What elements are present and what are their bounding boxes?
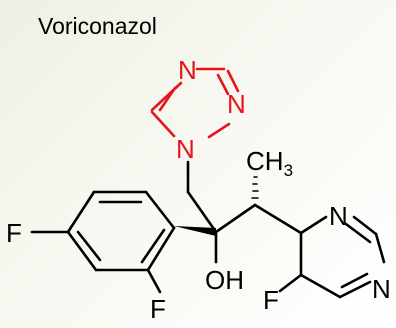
- atom-triazole-n-top: N: [178, 55, 197, 85]
- bond-cq-ch: [214, 203, 257, 234]
- pyrimidine-ring: N N F: [263, 201, 391, 315]
- atom-fluoro-bottom: F: [150, 294, 166, 324]
- bond-ring-top-right: [144, 190, 176, 230]
- bond-c5-c6: [299, 273, 342, 299]
- bond-triazole-c3-n2-double: [216, 73, 230, 96]
- bond-c2-n1: [374, 232, 386, 264]
- atom-fluoro-left: F: [6, 218, 22, 248]
- triazole-ring: N N N: [150, 55, 246, 164]
- bond-ring-inner-left: [76, 230, 102, 262]
- atom-triazole-n-right: N: [227, 89, 246, 119]
- bond-triazole-c3-n2: [226, 69, 240, 93]
- bond-c6-n1: [338, 280, 372, 299]
- bond-c4-n3: [299, 215, 328, 235]
- bond-ring-top-left: [66, 190, 96, 234]
- bond-triazole-n1-c5: [150, 81, 183, 112]
- atom-pyrimidine-n-top: N: [329, 201, 348, 231]
- bond-ch2-cq: [186, 190, 218, 234]
- atom-hydroxyl: OH: [205, 265, 244, 295]
- atom-fluoro-pyrimidine: F: [263, 285, 279, 315]
- bond-ring-bottom-right: [146, 226, 176, 272]
- wedge-bond-aryl: [174, 226, 216, 236]
- bond-ring-f-bottom: [146, 268, 162, 294]
- bond-triazole-n2-n4: [207, 122, 231, 139]
- difluorophenyl-ring: F F: [6, 190, 176, 324]
- bond-ring-inner-right: [140, 228, 166, 264]
- bond-ring-bottom-left: [66, 230, 98, 272]
- compound-name: Voriconazol: [38, 13, 157, 39]
- bond-triazole-n1-c5-double: [158, 86, 177, 112]
- atom-methyl: CH3: [246, 146, 293, 180]
- hashed-wedge-methyl: [251, 176, 259, 199]
- bond-c5-f: [278, 273, 303, 293]
- atom-triazole-n-link: N: [176, 134, 195, 164]
- bond-n3-c2: [352, 215, 378, 236]
- bond-n3-c2-double: [344, 222, 372, 244]
- bond-triazole-c5-n4: [150, 110, 176, 138]
- bond-c6-n1-double: [340, 272, 369, 289]
- atom-pyrimidine-n-right: N: [372, 274, 391, 304]
- bond-ch-pyrimidine: [253, 203, 303, 235]
